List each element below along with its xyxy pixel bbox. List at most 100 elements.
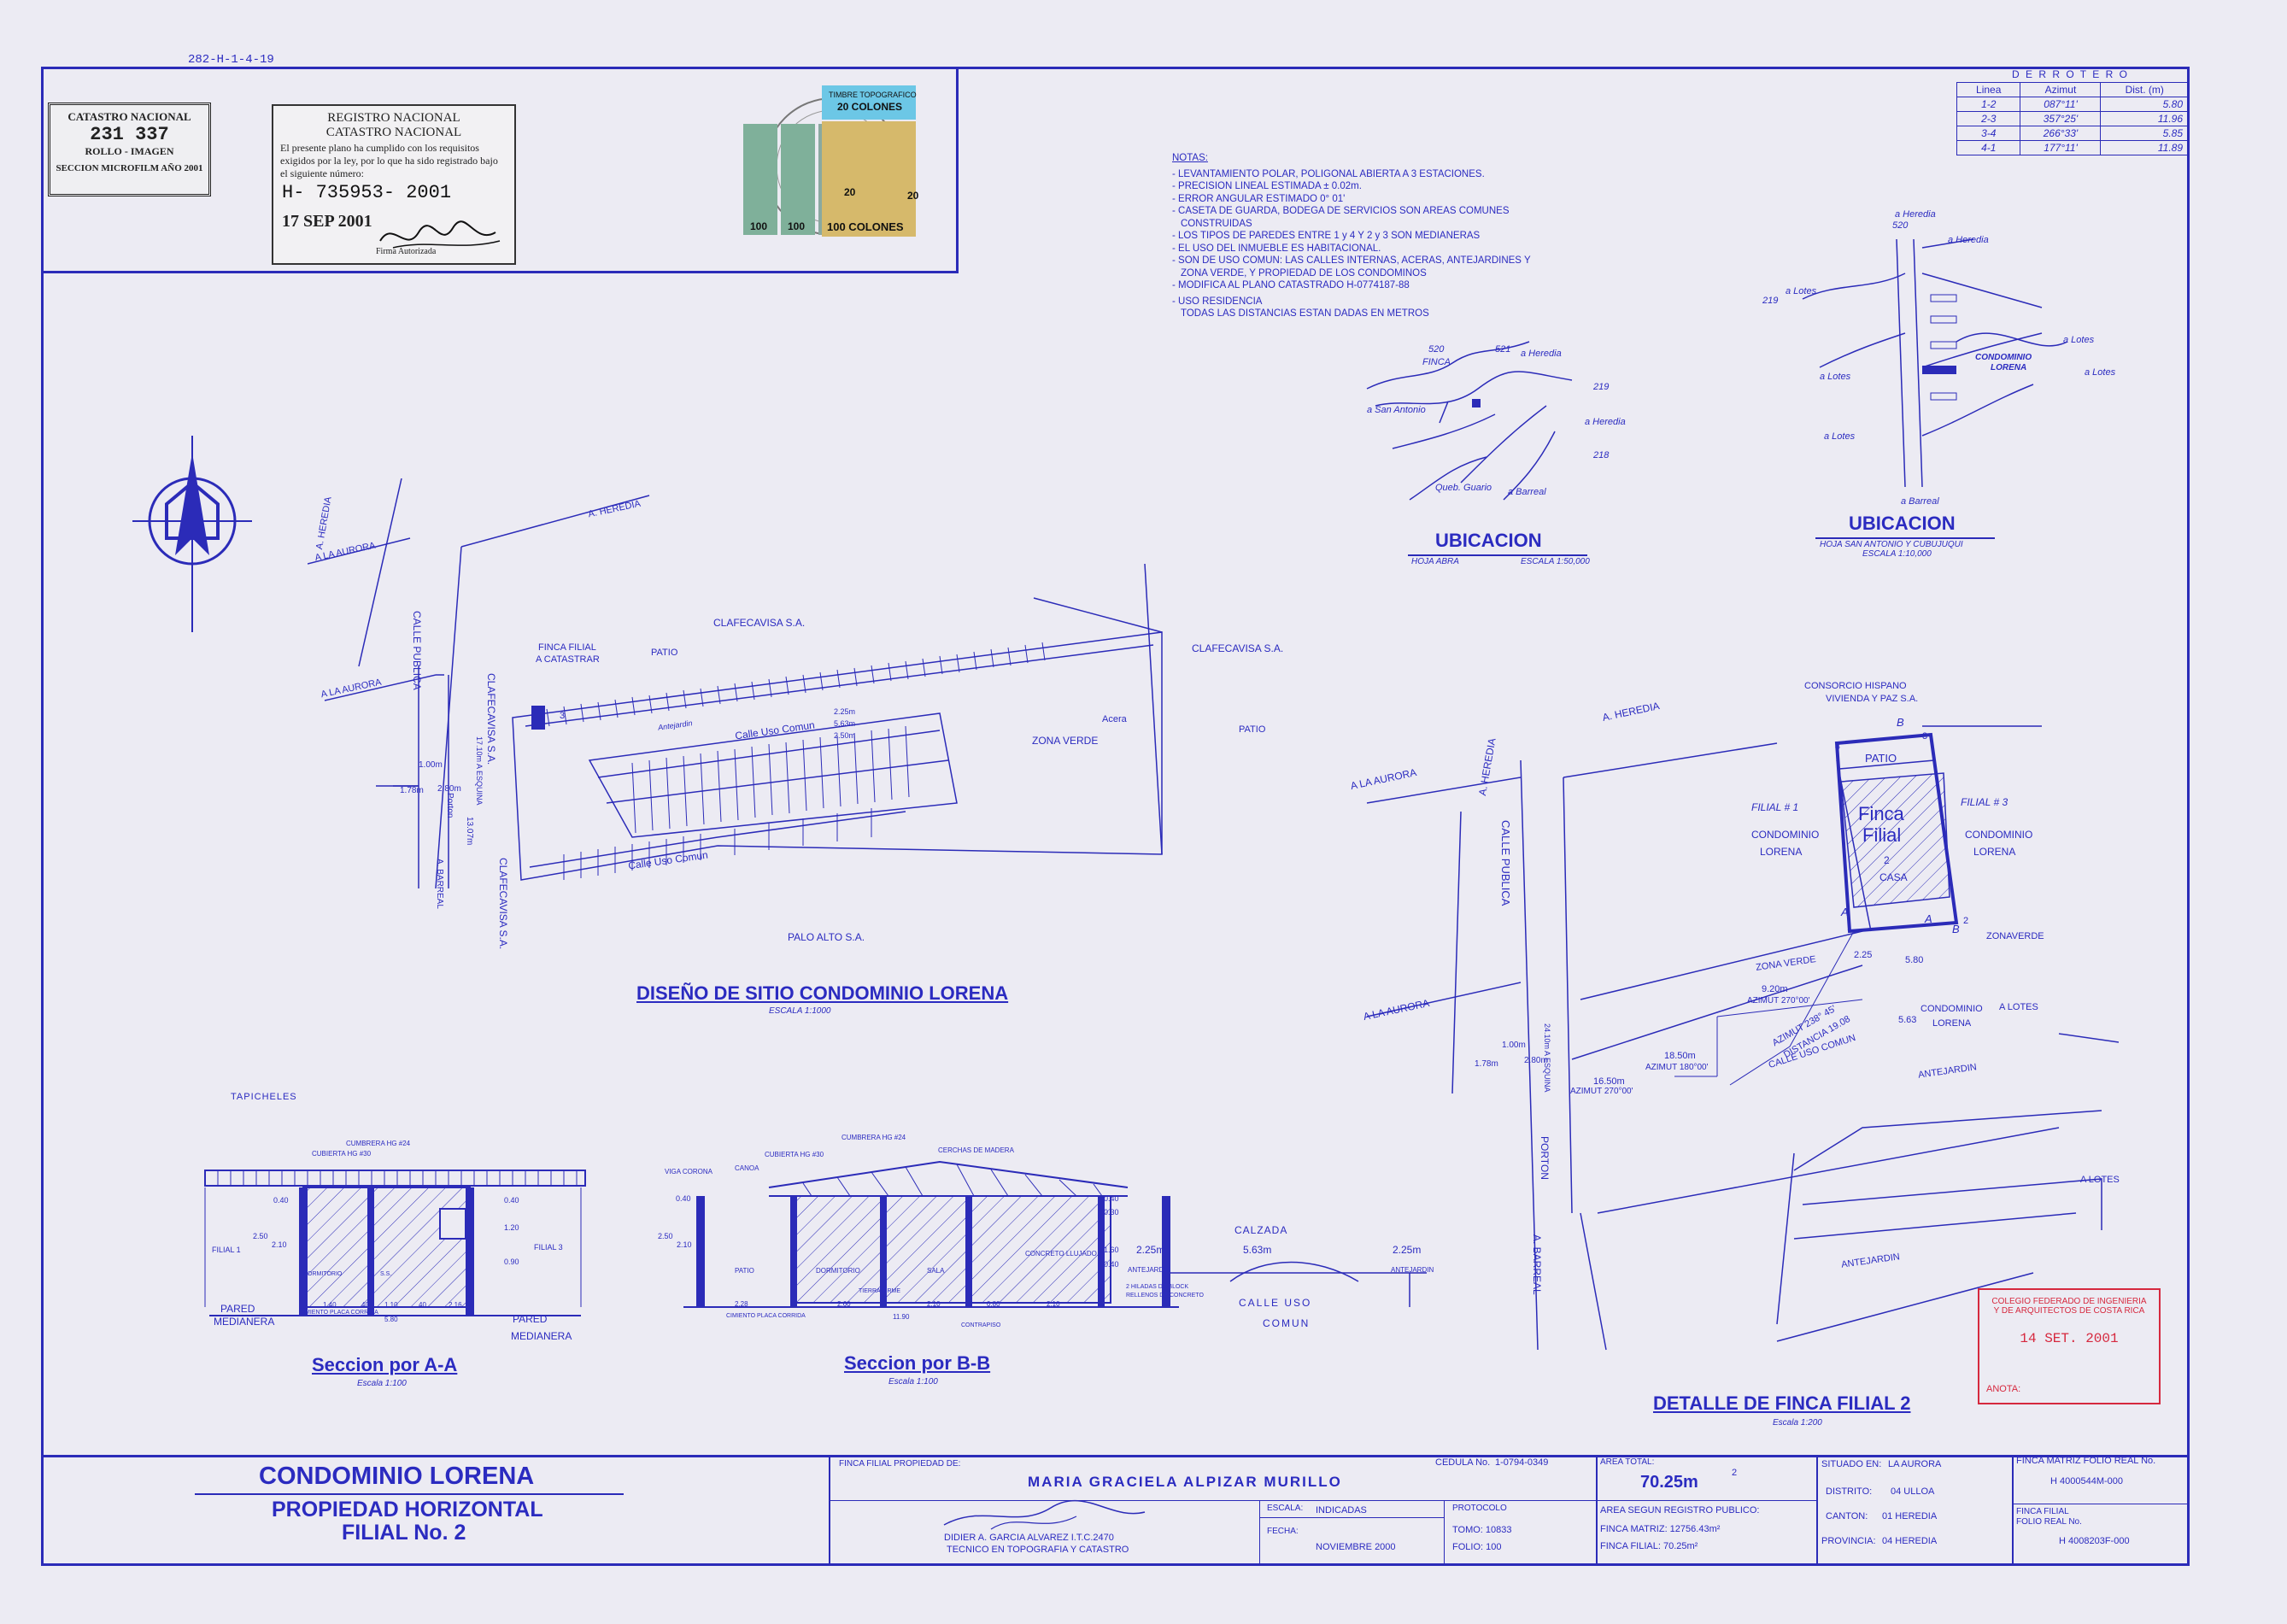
section-aa-dim-120: 1.20	[504, 1223, 519, 1232]
section-bb-cerchas: CERCHAS DE MADERA	[938, 1146, 1014, 1154]
detail-label-porton: PORTON	[1539, 1136, 1551, 1180]
map2-label-barreal: a Barreal	[1901, 496, 1939, 507]
detail-label-lorena-3: LORENA	[1973, 846, 2016, 858]
map2-label-lotes-3: a Lotes	[1820, 372, 1851, 382]
section-bb-sala: SALA	[927, 1267, 945, 1275]
section-bb-dim-260: 2.60	[837, 1300, 851, 1308]
site-lot-number: 3	[560, 711, 566, 721]
detail-dim-2410: 24.10m A ESQUINA	[1543, 1023, 1551, 1093]
map1-label-quebrada: Queb. Guario	[1435, 483, 1492, 493]
map1-title-rule	[1408, 554, 1587, 556]
detail-title: DETALLE DE FINCA FILIAL 2	[1653, 1392, 1911, 1414]
catastro-microfilm-stamp: CATASTRO NACIONAL 231 337 ROLLO - IMAGEN…	[48, 103, 211, 196]
map2-label-lotes-2: a Lotes	[2063, 335, 2095, 345]
detail-label-casa: CASA	[1879, 871, 1908, 883]
registro-text: El presente plano ha cumplido con los re…	[280, 142, 498, 179]
detail-label-lorena-1: LORENA	[1760, 846, 1803, 858]
distrito-label: DISTRITO:	[1826, 1486, 1873, 1497]
detail-label-filial-1: FILIAL # 1	[1751, 801, 1799, 813]
matriz-folio-value: H 4000544M-000	[2050, 1476, 2124, 1486]
finca-detail-drawing	[1366, 725, 2119, 1351]
detail-scale: Escala 1:200	[1773, 1418, 1822, 1428]
map1-label-520: 520	[1428, 344, 1445, 355]
site-dim-178: 1.78m	[400, 786, 424, 795]
note-item: - LOS TIPOS DE PAREDES ENTRE 1 y 4 Y 2 y…	[1172, 231, 1481, 241]
area-superscript: 2	[1732, 1468, 1738, 1478]
title-block-divider	[1596, 1455, 1598, 1566]
section-aa-dim-140: 1.40	[323, 1301, 337, 1309]
map2-escala: ESCALA 1:10,000	[1862, 549, 1932, 559]
section-bb-dim-1190: 11.90	[893, 1313, 910, 1321]
site-dim-1307: 13.07m	[465, 817, 474, 846]
map2-hoja: HOJA SAN ANTONIO Y CUBUJUQUI	[1820, 540, 1963, 549]
section-bb-dim-210-b: 2.10	[927, 1300, 941, 1308]
title-block-vline	[1259, 1500, 1260, 1566]
site-label-clafecavisa-right: CLAFECAVISA S.A.	[1192, 642, 1284, 654]
situado-value: LA AURORA	[1888, 1459, 1942, 1469]
surveyor-line-2: TECNICO EN TOPOGRAFIA Y CATASTRO	[947, 1545, 1129, 1555]
section-aa-dormitorio: DORMITORIO	[303, 1271, 343, 1277]
canton-value: 01 HEREDIA	[1882, 1511, 1938, 1521]
detail-dim-280: 2.80m	[1524, 1056, 1548, 1065]
detail-label-patio: PATIO	[1865, 752, 1897, 765]
cfia-date: 14 SET. 2001	[2020, 1331, 2119, 1346]
map1-title: UBICACION	[1435, 530, 1542, 551]
section-bb-viga: VIGA CORONA	[665, 1168, 713, 1175]
escala-label: ESCALA:	[1267, 1504, 1304, 1513]
section-aa-dim-250: 2.50	[253, 1232, 268, 1240]
detail-dim-920: 9.20m	[1762, 984, 1788, 994]
section-aa-dim-110: 1.10	[384, 1301, 398, 1309]
filial-folio-value: H 4008203F-000	[2059, 1536, 2130, 1546]
catastro-stamp-line2: SECCION MICROFILM AÑO 2001	[56, 163, 203, 173]
note-item: - LEVANTAMIENTO POLAR, POLIGONAL ABIERTA…	[1172, 168, 1485, 179]
section-aa-filial-1: FILIAL 1	[212, 1246, 241, 1254]
detail-label-lotes-1: A LOTES	[1999, 1002, 2038, 1012]
provincia-value: 04 HEREDIA	[1882, 1536, 1938, 1546]
document-reference: 282-H-1-4-19	[188, 53, 274, 67]
section-aa-ss: S.S.	[380, 1271, 392, 1277]
section-bb-dim-040: 0.40	[676, 1194, 691, 1203]
catastro-stamp-line1: ROLLO - IMAGEN	[85, 145, 174, 157]
derrotero-header: Dist. (m)	[2100, 82, 2189, 97]
registro-stamp: REGISTRO NACIONAL CATASTRO NACIONAL El p…	[272, 104, 516, 265]
site-label-a-barreal: A. BARREAL	[435, 859, 444, 909]
detail-point-b-2: B	[1952, 923, 1960, 935]
section-bb-cumbrera: CUMBRERA HG #24	[841, 1134, 906, 1141]
site-dim-280: 2.80m	[437, 784, 461, 794]
map2-label-lorena: LORENA	[1991, 363, 2027, 372]
section-bb-title: Seccion por B-B	[844, 1352, 991, 1374]
fiscal-stamps-graphic	[743, 85, 916, 237]
catastro-stamp-title: CATASTRO NACIONAL	[67, 110, 191, 123]
section-aa-dim-040-b: 0.40	[504, 1196, 519, 1205]
title-block-hline	[1596, 1500, 1816, 1501]
detail-label-consorcio: CONSORCIO HISPANO	[1804, 681, 1907, 691]
derrotero-cell: 1-2	[1956, 97, 2021, 112]
distrito-value: 04 ULLOA	[1891, 1486, 1935, 1497]
surveyor-line-1: DIDIER A. GARCIA ALVAREZ I.T.C.2470	[944, 1533, 1114, 1543]
note-item: ZONA VERDE, Y PROPIEDAD DE LOS CONDOMINO…	[1181, 267, 1427, 278]
detail-dim-580: 5.80	[1905, 955, 1924, 965]
section-aa-dim-040: 0.40	[273, 1196, 289, 1205]
derrotero-cell: 4-1	[1956, 140, 2021, 155]
map2-title: UBICACION	[1849, 513, 1956, 534]
derrotero-cell: 5.80	[2100, 97, 2189, 112]
map1-label-barreal: a Barreal	[1508, 487, 1546, 497]
area-filial: FINCA FILIAL: 70.25m²	[1600, 1541, 1698, 1551]
tomo-value: TOMO: 10833	[1452, 1525, 1512, 1535]
map2-label-condominio: CONDOMINIO	[1975, 353, 2032, 362]
fiscal-small-1: 100	[750, 220, 768, 232]
detail-label-condominio-1: CONDOMINIO	[1751, 829, 1820, 841]
detail-label-finca: Finca	[1858, 803, 1904, 824]
site-dim-1710: 17.10m A ESQUINA	[475, 736, 484, 806]
section-bb-dim-160: 1.60	[1104, 1246, 1119, 1254]
map1-label-finca: FINCA	[1422, 357, 1451, 367]
section-bb-dim-563: 5.63m	[1243, 1244, 1272, 1256]
detail-point-a-2: A	[1925, 912, 1932, 925]
detail-point-b: B	[1897, 716, 1904, 729]
area-value: 70.25m	[1640, 1473, 1698, 1492]
filial-folio-label-2: FOLIO REAL No.	[2016, 1517, 2082, 1527]
derrotero-cell: 5.85	[2100, 126, 2189, 141]
map2-title-rule	[1815, 537, 1995, 539]
